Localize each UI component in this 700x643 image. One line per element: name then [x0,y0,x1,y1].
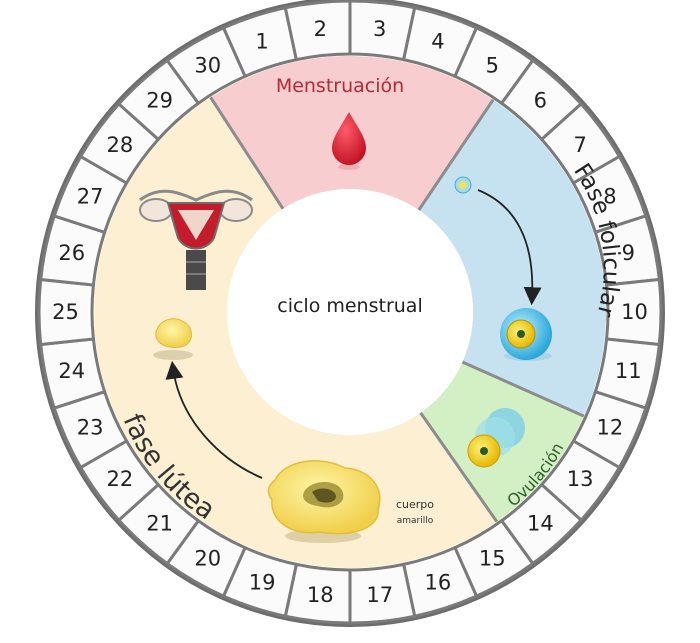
corpus-luteum-label-line1: cuerpo [396,498,434,511]
day-number: 18 [307,583,334,607]
menstruation-label: Menstruación [276,75,404,97]
follicle-mature-icon [500,308,552,361]
sector-dividers [209,96,585,523]
sector-divider [417,98,495,211]
day-number: 26 [58,241,85,265]
corpus-luteum-label-line2: amarillo [397,516,434,526]
day-number: 5 [486,54,499,78]
day-cell [165,25,248,106]
day-number: 28 [106,133,133,157]
center-disc [227,189,473,435]
day-number: 6 [534,89,547,113]
day-number: 13 [567,467,594,491]
day-number: 20 [194,546,221,570]
day-number: 7 [573,133,586,157]
day-number: 17 [366,583,393,607]
day-number: 12 [597,416,624,440]
luteal-regression-arrow [165,360,263,479]
ovulated-egg-icon [467,408,525,468]
follicular-growth-arrow [477,189,542,306]
day-number: 11 [615,359,642,383]
blood-drop-icon [332,112,366,170]
day-number: 21 [146,511,173,535]
day-number: 29 [146,89,173,113]
corpus-luteum-large-icon [267,460,381,543]
sector-divider [419,411,499,523]
sector-divider [209,96,285,210]
day-number: 16 [425,571,452,595]
day-number: 22 [106,467,133,491]
day-number: 24 [58,359,85,383]
corpus-luteum-small-icon [153,318,193,360]
follicle-small-icon [454,176,472,194]
day-number: 10 [621,300,648,324]
day-number: 1 [255,29,268,53]
day-number: 8 [603,184,616,208]
day-number: 3 [373,17,386,41]
day-number: 4 [431,29,444,53]
sector-divider [461,360,585,418]
day-number: 19 [249,571,276,595]
day-number: 9 [622,241,635,265]
center-label: ciclo menstrual [277,295,422,317]
day-number: 30 [194,54,221,78]
day-number: 25 [52,300,79,324]
day-number: 2 [314,17,327,41]
day-number: 27 [77,184,104,208]
day-number: 23 [77,416,104,440]
day-number: 15 [479,546,506,570]
day-number: 14 [527,511,554,535]
uterus-icon [139,189,253,290]
